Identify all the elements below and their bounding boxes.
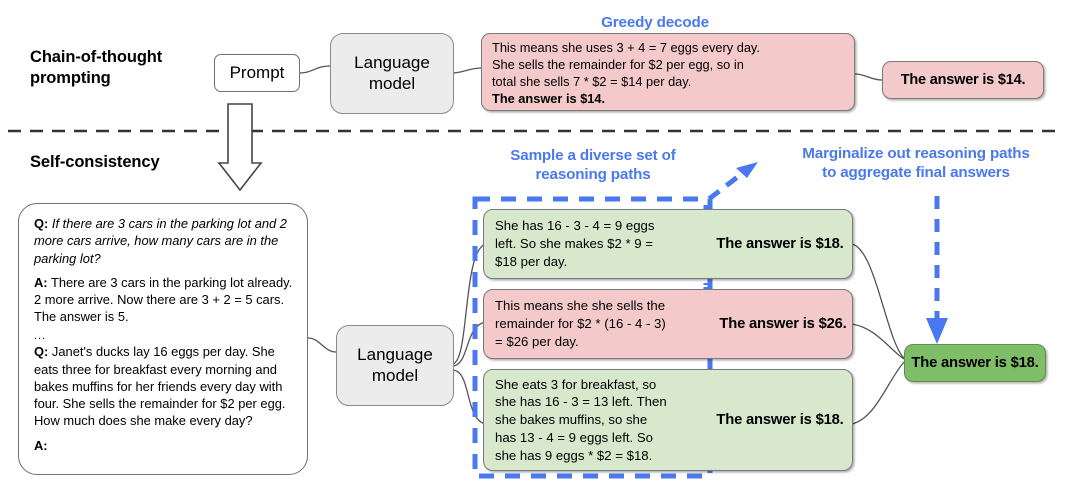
path-1-line-1: She has 16 - 3 - 4 = 9 eggs	[495, 218, 655, 234]
cot-prompt-label: Prompt	[229, 63, 285, 82]
sc-lm-line-1: Language	[357, 345, 433, 365]
sample-paths-note-line-2: reasoning paths	[535, 165, 651, 183]
marginalize-note-line-2: to aggregate final answers	[822, 163, 1010, 181]
sc-prompt-a1: A: There are 3 cars in the parking lot a…	[34, 274, 293, 326]
connector-lm-to-path-2	[451, 321, 487, 367]
reasoning-path-1-text: She has 16 - 3 - 4 = 9 eggs left. So she…	[484, 210, 708, 278]
big-down-arrow	[217, 103, 263, 192]
cot-prompt-box[interactable]: Prompt	[214, 54, 300, 92]
marginalize-note-line-1: Marginalize out reasoning paths	[802, 145, 1030, 162]
sc-a1-text: There are 3 cars in the parking lot alre…	[34, 274, 293, 325]
path-3-line-2: she has 16 - 3 = 13 left. Then	[495, 394, 667, 410]
cot-output-line-1: This means she uses 3 + 4 = 7 eggs every…	[492, 40, 760, 55]
sc-q1-text: If there are 3 cars in the parking lot a…	[34, 216, 287, 266]
cot-final-answer-label: The answer is $14.	[900, 72, 1026, 88]
path-1-line-3: $18 per day.	[495, 253, 568, 269]
reasoning-path-2-answer: The answer is $26.	[719, 316, 847, 332]
sc-prompt-box: Q: If there are 3 cars in the parking lo…	[18, 203, 308, 475]
cot-output-line-3: total she sells 7 * $2 = $14 per day.	[492, 73, 692, 89]
sc-a2-label: A:	[34, 437, 48, 453]
reasoning-path-3-answer: The answer is $18.	[716, 412, 844, 428]
sc-final-answer-box: The answer is $18.	[904, 344, 1046, 382]
sc-prompt-q1: Q: If there are 3 cars in the parking lo…	[34, 215, 293, 267]
path-2-line-3: = $26 per day.	[495, 333, 579, 349]
cot-language-model-box[interactable]: Language model	[330, 33, 454, 114]
marginalize-arrow-diagonal	[707, 162, 758, 201]
sc-language-model-label: Language model	[357, 345, 433, 386]
greedy-decode-note: Greedy decode	[540, 14, 770, 33]
connector-lm-to-output	[451, 67, 483, 74]
cot-output-line-2: She sells the remainder for $2 per egg, …	[492, 56, 744, 72]
connector-path-2-to-final	[851, 323, 905, 360]
path-2-line-2: remainder for $2 * (16 - 4 - 3)	[495, 316, 666, 332]
path-3-line-5: she has 9 eggs * $2 = $18.	[495, 447, 653, 463]
reasoning-path-3-text: She eats 3 for breakfast, so she has 16 …	[484, 370, 708, 470]
connector-path-3-to-final	[851, 361, 905, 425]
reasoning-path-row-3: She eats 3 for breakfast, so she has 16 …	[483, 369, 853, 471]
sc-title-label: Self-consistency	[30, 153, 160, 171]
cot-output-box: This means she uses 3 + 4 = 7 eggs every…	[481, 33, 855, 111]
sc-prompt-ellipsis: ...	[34, 329, 47, 342]
path-3-line-4: has 13 - 4 = 9 eggs left. So	[495, 429, 653, 445]
sample-paths-note: Sample a diverse set of reasoning paths	[470, 147, 716, 184]
sc-q2-label: Q:	[34, 344, 49, 360]
marginalize-note: Marginalize out reasoning paths to aggre…	[766, 145, 1066, 182]
sc-lm-line-2: model	[371, 365, 419, 385]
sc-language-model-box[interactable]: Language model	[336, 325, 454, 406]
path-2-line-1: This means she she sells the	[495, 298, 666, 314]
sample-paths-note-line-1: Sample a diverse set of	[510, 147, 676, 164]
connector-output-to-answer	[854, 73, 883, 81]
sc-q2-text: Janet's ducks lay 16 eggs per day. She e…	[34, 344, 286, 429]
cot-output-bold-line: The answer is $14.	[492, 90, 606, 106]
reasoning-path-row-2: This means she she sells the remainder f…	[483, 289, 853, 359]
marginalize-arrow-down	[926, 196, 948, 344]
reasoning-path-row-1: She has 16 - 3 - 4 = 9 eggs left. So she…	[483, 209, 853, 279]
sc-prompt-q2: Q: Janet's ducks lay 16 eggs per day. Sh…	[34, 343, 293, 429]
reasoning-path-2-text: This means she she sells the remainder f…	[484, 290, 714, 358]
cot-lm-line-2: model	[368, 73, 416, 93]
cot-lm-line-1: Language	[354, 53, 430, 73]
sc-prompt-a2: A:	[34, 437, 293, 454]
connector-scprompt-to-lm	[307, 337, 337, 353]
connector-path-1-to-final	[851, 243, 905, 359]
section-title-cot: Chain-of-thought prompting	[30, 47, 230, 88]
path-3-line-3: she bakes muffins, so she	[495, 412, 648, 428]
sc-q1-label: Q:	[34, 216, 49, 231]
sc-final-answer-label: The answer is $18.	[911, 355, 1039, 371]
sc-a1-label: A:	[34, 274, 48, 290]
connector-lm-to-path-3	[451, 369, 487, 425]
greedy-decode-label: Greedy decode	[601, 14, 709, 31]
cot-final-answer-box: The answer is $14.	[882, 61, 1044, 99]
section-title-self-consistency: Self-consistency	[30, 152, 250, 173]
cot-language-model-label: Language model	[354, 53, 430, 94]
path-3-line-1: She eats 3 for breakfast, so	[495, 376, 657, 392]
reasoning-path-1-answer: The answer is $18.	[716, 236, 844, 252]
path-1-line-2: left. So she makes $2 * 9 =	[495, 236, 653, 252]
connector-prompt-to-lm	[299, 65, 331, 74]
cot-title-line-1: Chain-of-thought prompting	[30, 48, 163, 87]
connector-lm-to-path-1	[451, 243, 487, 365]
